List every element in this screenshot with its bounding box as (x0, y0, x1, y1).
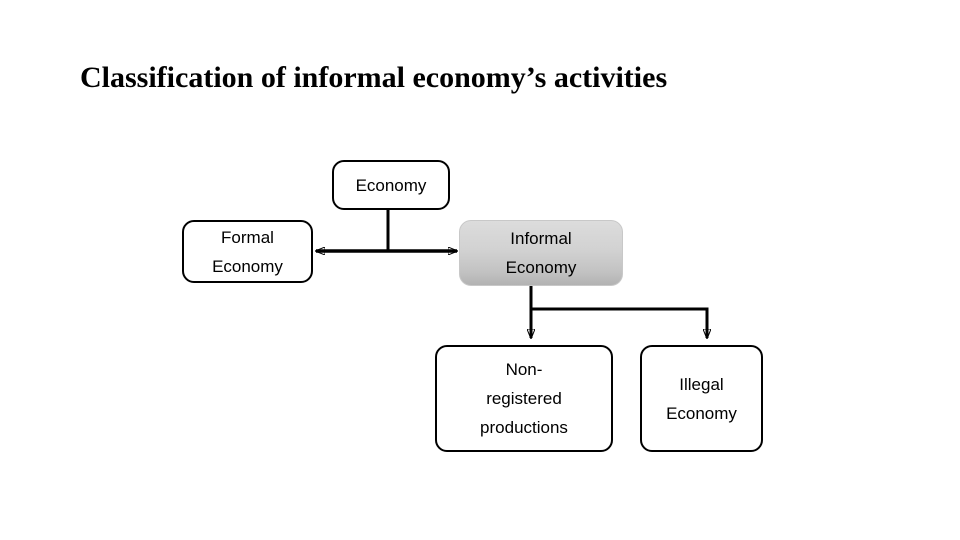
node-informal-economy-line2: Economy (505, 258, 577, 277)
node-illegal-economy-line2: Economy (666, 403, 737, 423)
node-illegal-economy-label: Illegal Economy (642, 370, 761, 428)
node-illegal-economy-line1: Illegal (679, 374, 724, 394)
node-nonregistered-line3: productions (480, 418, 568, 437)
node-informal-economy-line1: Informal (510, 229, 572, 248)
node-economy-label: Economy (355, 175, 427, 195)
node-nonregistered-productions-label: Non- registered productions (437, 355, 611, 442)
node-economy[interactable]: Economy (332, 160, 450, 210)
node-formal-economy-label: Formal Economy (184, 223, 311, 281)
node-nonregistered-line2: registered (486, 389, 562, 408)
node-informal-economy[interactable]: Informal Economy (459, 220, 623, 286)
node-illegal-economy[interactable]: Illegal Economy (640, 345, 763, 452)
node-formal-economy[interactable]: Formal Economy (182, 220, 313, 283)
node-formal-economy-line2: Economy (212, 256, 283, 276)
node-formal-economy-line1: Formal (221, 227, 274, 247)
node-nonregistered-line1: Non- (505, 360, 543, 379)
node-nonregistered-productions[interactable]: Non- registered productions (435, 345, 613, 452)
node-informal-economy-label: Informal Economy (460, 224, 622, 282)
connector-informal-to-illegal (531, 307, 707, 338)
page-title: Classification of informal economy’s act… (80, 61, 668, 94)
